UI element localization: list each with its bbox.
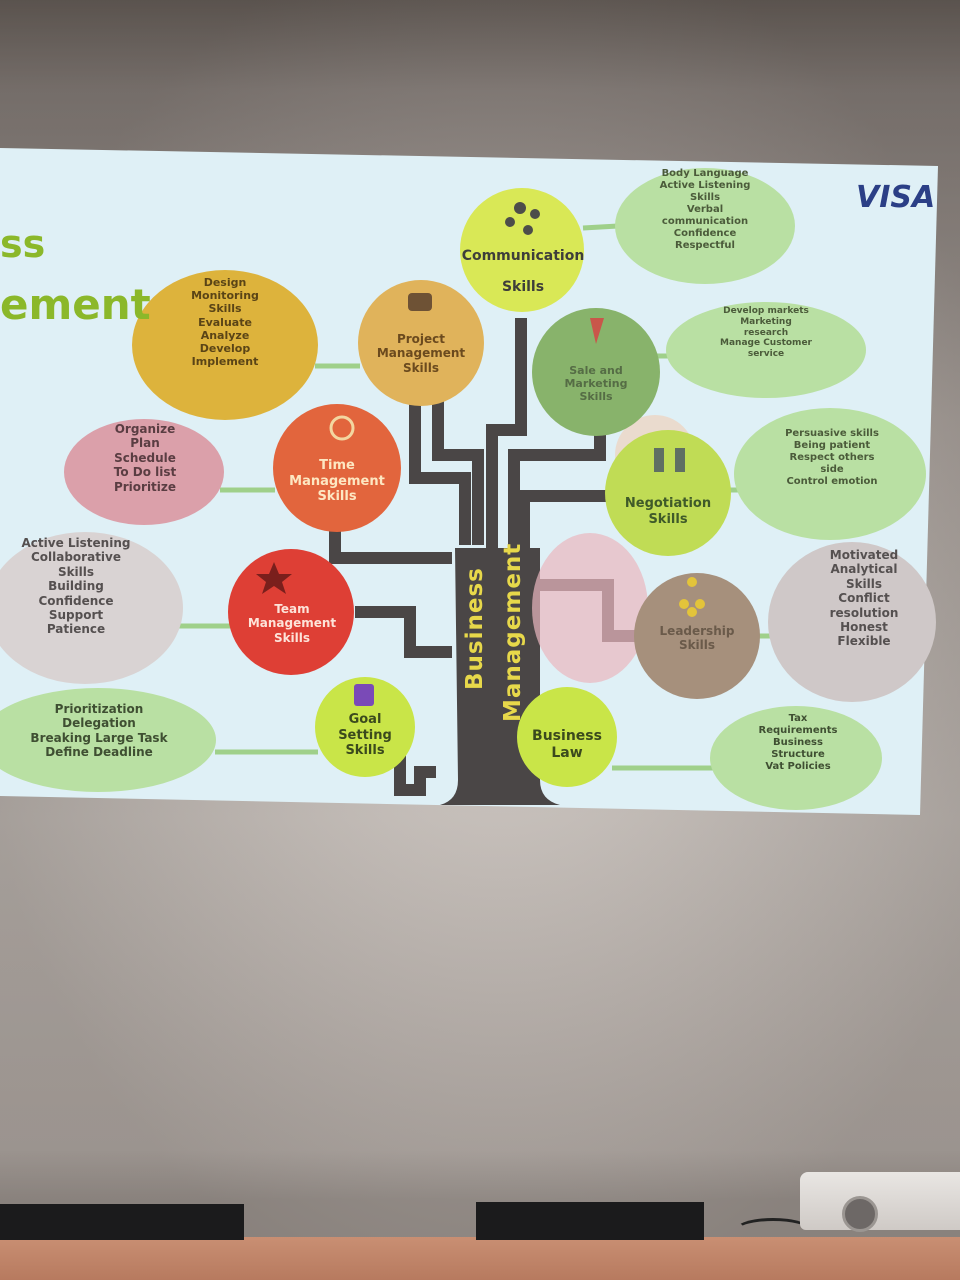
detail-bubble-time [64,419,224,525]
detail-bubble-team [0,532,183,684]
skill-circle-negotiation [605,430,731,556]
projector-cable [735,1218,811,1242]
stopwatch-icon [329,415,355,441]
leader-icon [679,577,705,617]
skill-circle-communication [460,188,584,312]
detail-bubble-communication [615,168,795,284]
monitor-left [0,1204,244,1240]
detail-bubble-leadership [768,542,936,702]
monitor-right [476,1202,704,1240]
detail-bubble-law [710,706,882,810]
detail-bubble-sales [666,302,866,398]
skill-circle-project [358,280,484,406]
skill-circle-leadership [634,573,760,699]
skill-circle-goal [315,677,415,777]
clipboard-icon [354,684,374,706]
trunk-label-management: Management [500,542,526,722]
briefcase-icon [408,293,432,311]
desk-edge [0,1237,960,1280]
projector [800,1172,960,1230]
skill-circle-sales [532,308,660,436]
title-fragment-top: ss [0,222,46,266]
people-icon [505,202,540,235]
detail-bubble-negotiation [734,408,926,540]
trunk-label-business: Business [462,567,488,690]
star-icon [256,562,292,594]
visa-logo: VISA [856,180,936,215]
chart-icon [590,318,604,344]
projector-lens [842,1196,878,1232]
skill-circle-law [517,687,617,787]
detail-bubble-project [132,270,318,420]
connector-lines [178,223,775,771]
skill-circle-time [273,404,401,532]
skill-circle-team [228,549,354,675]
title-fragment-bottom: ement [0,280,151,329]
handshake-icon [654,448,685,472]
decor-blob [532,533,648,683]
detail-bubble-goal [0,688,216,792]
